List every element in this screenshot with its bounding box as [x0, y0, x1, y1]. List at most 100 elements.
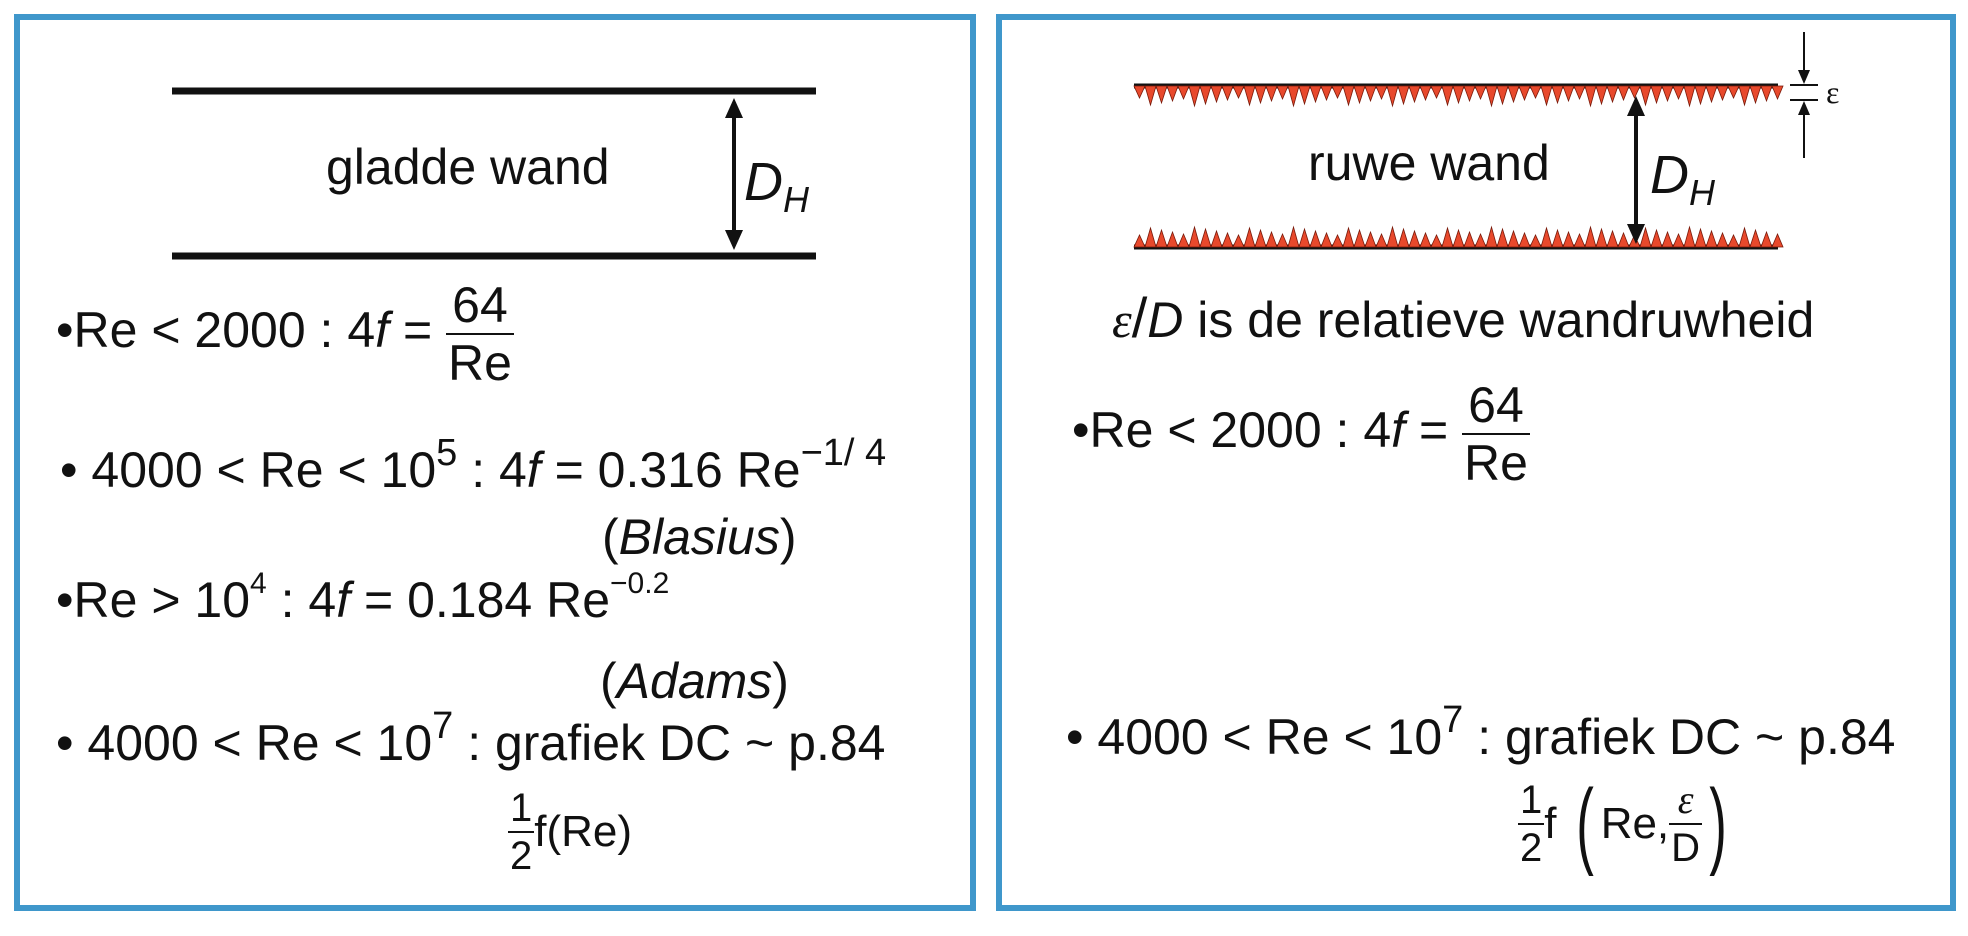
- roughness-tooth: [1749, 228, 1762, 248]
- roughness-tooth: [1243, 85, 1256, 107]
- roughness-tooth: [1298, 227, 1311, 248]
- roughness-tooth: [1353, 85, 1366, 105]
- rough-graph-formula: • 4000 < Re < 107 : grafiek DC ~ p.84: [1066, 699, 1896, 765]
- roughness-tooth: [1309, 229, 1322, 248]
- roughness-tooth: [1419, 85, 1432, 102]
- smooth-graph-formula: • 4000 < Re < 107 : grafiek DC ~ p.84: [56, 705, 886, 771]
- roughness-tooth: [1474, 85, 1487, 101]
- blasius-attribution: (Blasius): [602, 509, 797, 565]
- roughness-tooth: [1364, 85, 1377, 103]
- roughness-tooth: [1661, 85, 1674, 103]
- roughness-tooth: [1705, 85, 1718, 104]
- adams-formula: •Re > 104 : 4f = 0.184 Re−0.2: [56, 567, 670, 628]
- roughness-tooth: [1331, 85, 1344, 99]
- roughness-tooth: [1518, 231, 1531, 248]
- roughness-tooth: [1276, 232, 1289, 248]
- roughness-tooth: [1760, 230, 1773, 248]
- roughness-tooth: [1375, 85, 1388, 101]
- roughness-tooth: [1551, 85, 1564, 105]
- roughness-tooth: [1716, 85, 1729, 102]
- roughness-tooth: [1375, 232, 1388, 248]
- roughness-tooth: [1397, 227, 1410, 248]
- roughness-tooth: [1617, 85, 1630, 102]
- roughness-tooth: [1694, 227, 1707, 248]
- smooth-wall-panel: [14, 14, 976, 911]
- roughness-tooth: [1232, 234, 1245, 248]
- roughness-tooth: [1463, 230, 1476, 248]
- rough-top-wall: [1133, 83, 1784, 108]
- roughness-tooth: [1298, 85, 1311, 106]
- roughness-tooth: [1496, 227, 1509, 248]
- roughness-tooth: [1320, 85, 1333, 102]
- roughness-tooth: [1133, 85, 1146, 99]
- roughness-tooth: [1320, 231, 1333, 248]
- roughness-tooth: [1639, 85, 1652, 107]
- roughness-tooth: [1155, 85, 1168, 105]
- adams-attribution: (Adams): [600, 653, 789, 709]
- roughness-tooth: [1595, 85, 1608, 106]
- roughness-tooth: [1364, 230, 1377, 248]
- roughness-tooth: [1771, 85, 1784, 101]
- roughness-tooth: [1694, 85, 1707, 106]
- rough-wall-panel: [996, 14, 1956, 911]
- roughness-tooth: [1672, 85, 1685, 101]
- roughness-tooth: [1342, 85, 1355, 107]
- roughness-tooth: [1661, 230, 1674, 248]
- roughness-tooth: [1188, 85, 1201, 108]
- roughness-tooth: [1749, 85, 1762, 105]
- roughness-tooth: [1507, 229, 1520, 248]
- roughness-tooth: [1452, 85, 1465, 105]
- roughness-tooth: [1529, 85, 1542, 99]
- roughness-tooth: [1540, 226, 1553, 248]
- roughness-tooth: [1716, 231, 1729, 248]
- roughness-tooth: [1276, 85, 1289, 101]
- roughness-tooth: [1705, 229, 1718, 248]
- roughness-tooth: [1430, 85, 1443, 99]
- roughness-tooth: [1397, 85, 1410, 106]
- roughness-tooth: [1265, 230, 1278, 248]
- roughness-tooth: [1617, 231, 1630, 248]
- roughness-tooth: [1287, 225, 1300, 248]
- roughness-tooth: [1133, 234, 1146, 248]
- smooth-hydraulic-diameter-label: DH: [744, 152, 809, 220]
- roughness-tooth: [1353, 228, 1366, 248]
- roughness-tooth: [1419, 231, 1432, 248]
- roughness-tooth: [1199, 85, 1212, 106]
- roughness-tooth: [1386, 85, 1399, 108]
- roughness-tooth: [1474, 232, 1487, 248]
- roughness-tooth: [1210, 229, 1223, 248]
- roughness-tooth: [1573, 232, 1586, 248]
- roughness-tooth: [1430, 234, 1443, 248]
- roughness-tooth: [1562, 230, 1575, 248]
- roughness-tooth: [1507, 85, 1520, 104]
- smooth-wall-label: gladde wand: [326, 139, 610, 195]
- roughness-tooth: [1232, 85, 1245, 99]
- roughness-tooth: [1738, 226, 1751, 248]
- roughness-tooth: [1452, 228, 1465, 248]
- roughness-tooth: [1254, 228, 1267, 248]
- roughness-tooth: [1144, 85, 1157, 107]
- rough-wall-label: ruwe wand: [1308, 135, 1550, 191]
- roughness-tooth: [1584, 85, 1597, 108]
- roughness-tooth: [1254, 85, 1267, 105]
- roughness-tooth: [1166, 85, 1179, 103]
- roughness-tooth: [1265, 85, 1278, 103]
- roughness-tooth: [1199, 227, 1212, 248]
- roughness-tooth: [1485, 225, 1498, 248]
- roughness-tooth: [1177, 85, 1190, 101]
- roughness-tooth: [1683, 225, 1696, 248]
- roughness-tooth: [1496, 85, 1509, 106]
- epsilon-label: ε: [1826, 74, 1840, 110]
- roughness-tooth: [1562, 85, 1575, 103]
- roughness-tooth: [1309, 85, 1322, 104]
- roughness-tooth: [1760, 85, 1773, 103]
- roughness-tooth: [1166, 230, 1179, 248]
- roughness-tooth: [1441, 226, 1454, 248]
- smooth-dh-arrow: [725, 98, 743, 250]
